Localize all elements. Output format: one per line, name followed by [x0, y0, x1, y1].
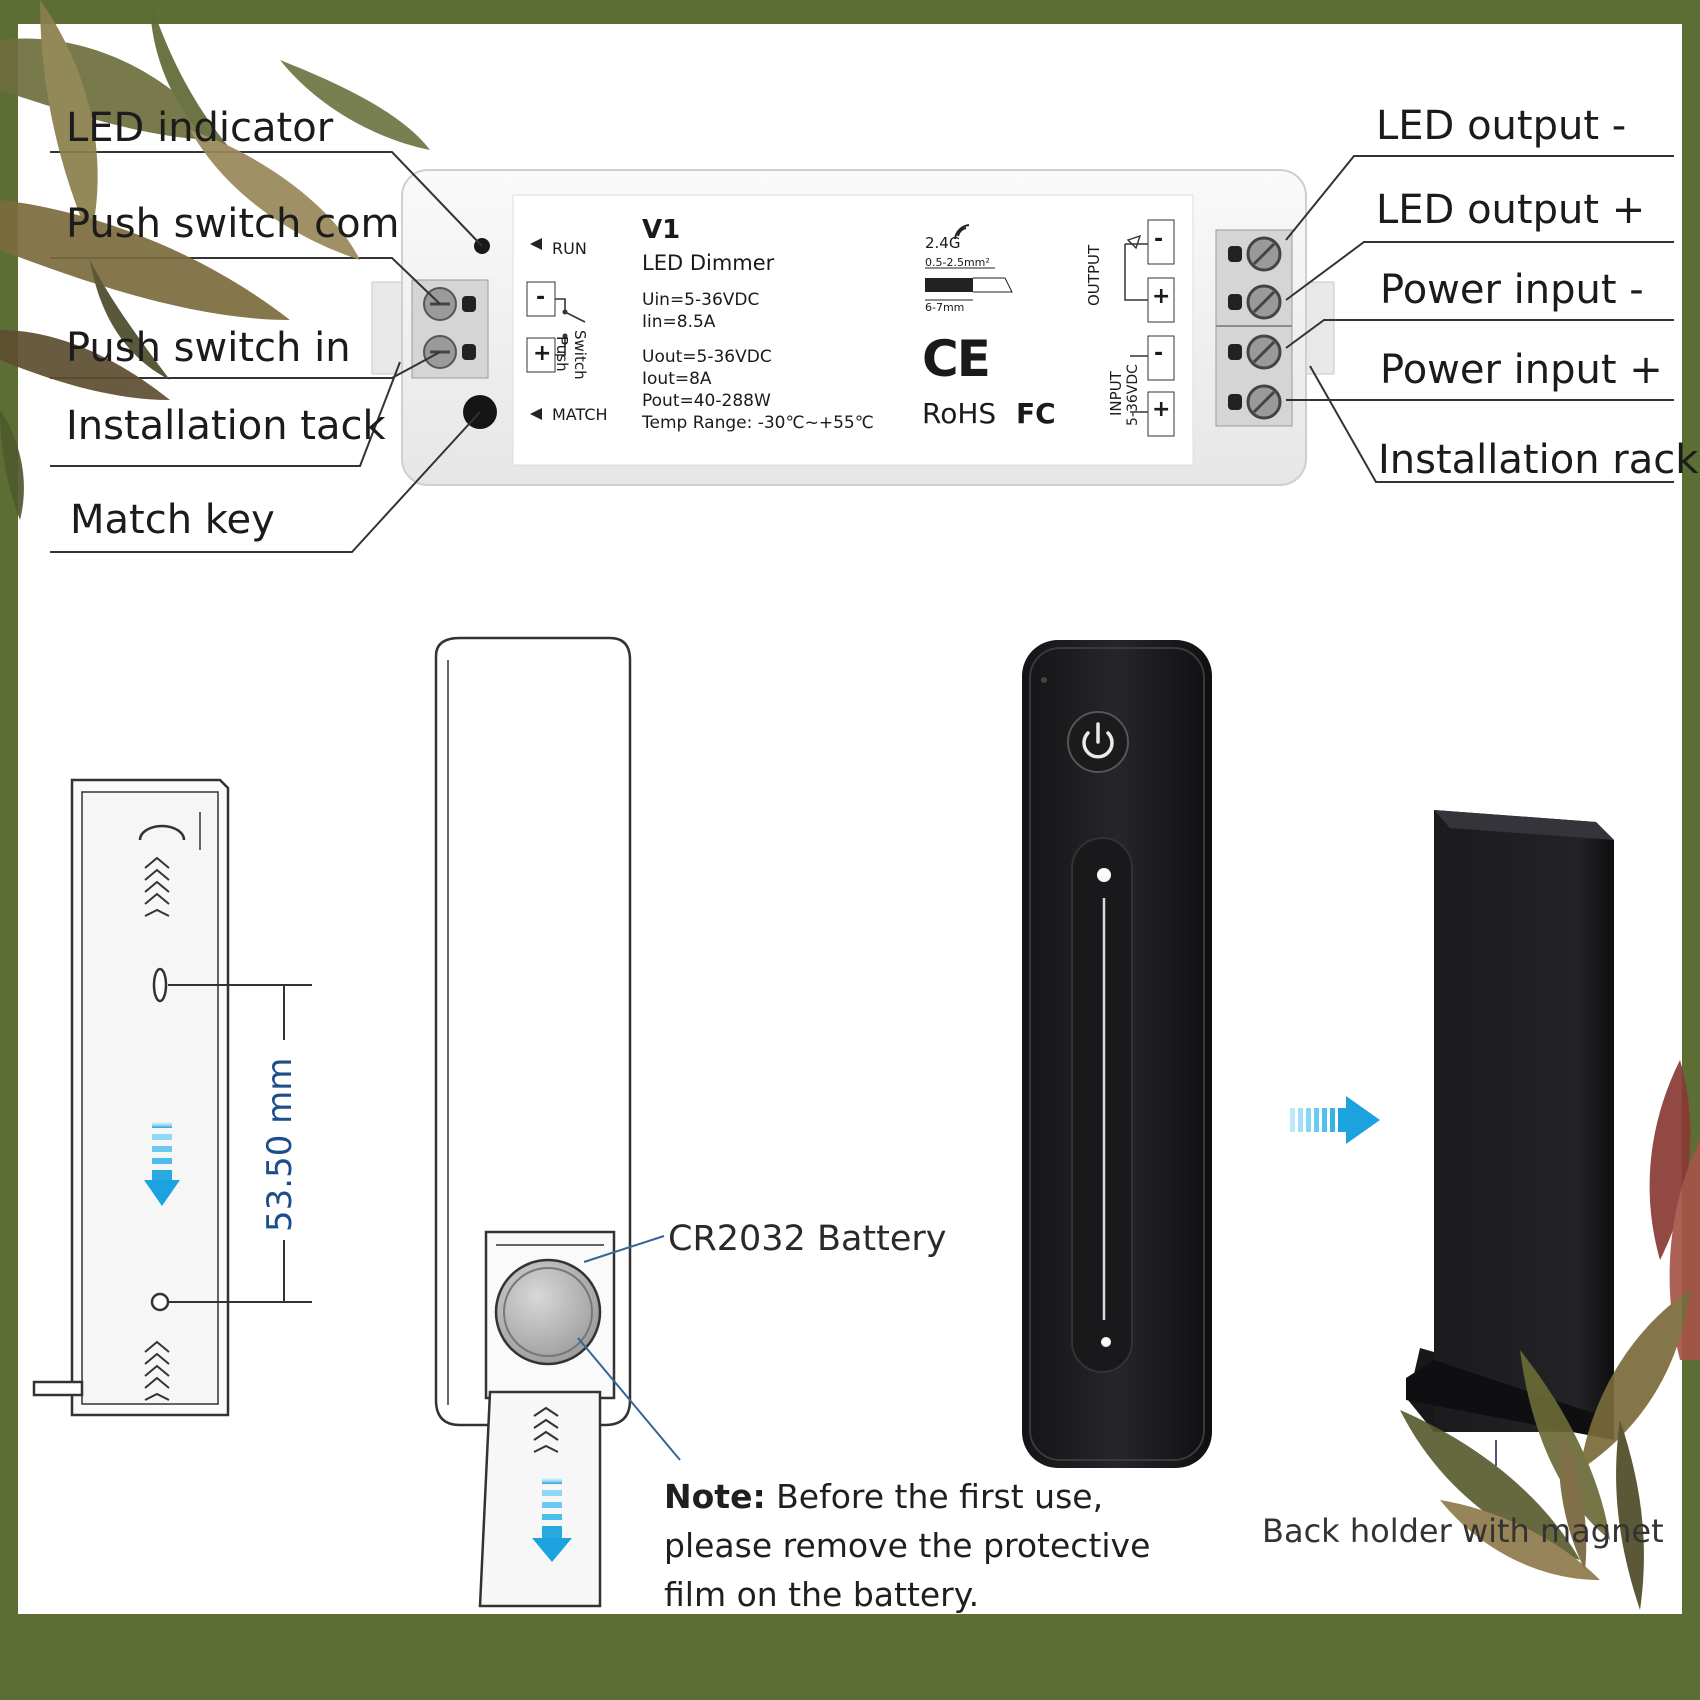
run-label: RUN — [552, 239, 587, 258]
battery-callouts — [577, 1235, 681, 1461]
holder-label: Back holder with magnet — [1262, 1512, 1664, 1550]
label-push-switch-in: Push switch in — [66, 325, 351, 371]
input-voltage-label: 5-36VDC — [1125, 364, 1141, 426]
note-line-1: Before the first use, — [776, 1477, 1104, 1516]
input-label: INPUT — [1107, 371, 1125, 416]
battery-label: CR2032 Battery — [668, 1219, 947, 1259]
spec-out-current: Iout=8A — [642, 369, 712, 389]
remote-back-outline — [32, 778, 230, 1417]
note-bold: Note: — [664, 1477, 766, 1516]
rohs-mark: RoHS — [922, 397, 997, 430]
dimension-label: 53.50 mm — [260, 1057, 300, 1232]
label-match-key: Match key — [70, 497, 275, 543]
spec-out-voltage: Uout=5-36VDC — [642, 347, 772, 367]
switch-label: Switch — [571, 330, 589, 380]
frame-bottom — [0, 1614, 1700, 1700]
spec-out-power: Pout=40-288W — [642, 391, 771, 411]
minus-sign: - — [536, 285, 546, 310]
output-plus-sign: + — [1152, 284, 1171, 309]
touch-slider-track — [1071, 837, 1133, 1373]
back-holder — [1406, 810, 1614, 1466]
dimension-lines — [168, 984, 312, 1303]
label-led-output-minus: LED output - — [1376, 103, 1627, 149]
match-label: MATCH — [552, 405, 608, 424]
fc-mark: FC — [1016, 397, 1056, 430]
label-power-input-plus: Power input + — [1380, 347, 1663, 393]
note-line-2: please remove the protective — [664, 1526, 1151, 1565]
label-led-indicator: LED indicator — [66, 105, 334, 151]
label-push-switch-com: Push switch com — [66, 201, 400, 247]
remote-side-outline — [434, 636, 632, 1608]
power-icon — [1082, 722, 1114, 759]
leaf-icon — [1400, 1060, 1700, 1610]
arrow-down-icon — [144, 1122, 180, 1206]
input-minus-sign: - — [1154, 341, 1164, 366]
arrow-right-icon — [1290, 1096, 1380, 1144]
spec-temp-range: Temp Range: -30℃~+55℃ — [642, 413, 874, 433]
label-installation-rack: Installation rack — [1378, 437, 1699, 483]
label-installation-tack: Installation tack — [66, 403, 386, 449]
model-label: V1 — [642, 215, 681, 245]
strip-length-label: 6-7mm — [925, 301, 965, 314]
note-line-3: film on the battery. — [664, 1575, 980, 1614]
device-name: LED Dimmer — [642, 251, 775, 275]
push-label: Push — [553, 336, 571, 372]
leaf-icon — [0, 0, 430, 520]
spec-in-current: Iin=8.5A — [642, 312, 716, 332]
label-led-output-plus: LED output + — [1376, 187, 1646, 233]
wire-gauge-label: 0.5-2.5mm² — [925, 256, 990, 269]
dimmer-device — [371, 169, 1335, 486]
output-label: OUTPUT — [1085, 244, 1103, 306]
remote-front — [1022, 640, 1212, 1468]
battery-coin — [494, 1258, 602, 1366]
ce-mark: CE — [922, 330, 991, 388]
output-minus-sign: - — [1154, 227, 1164, 252]
plus-sign: + — [533, 341, 552, 366]
battery-note: Note: Before the first use, please remov… — [664, 1472, 1150, 1619]
arrow-down-icon — [532, 1478, 572, 1562]
rf-label: 2.4G — [925, 234, 961, 252]
input-plus-sign: + — [1152, 397, 1171, 422]
spec-in-voltage: Uin=5-36VDC — [642, 290, 760, 310]
wifi-icon — [954, 224, 970, 240]
label-power-input-minus: Power input - — [1380, 267, 1644, 313]
